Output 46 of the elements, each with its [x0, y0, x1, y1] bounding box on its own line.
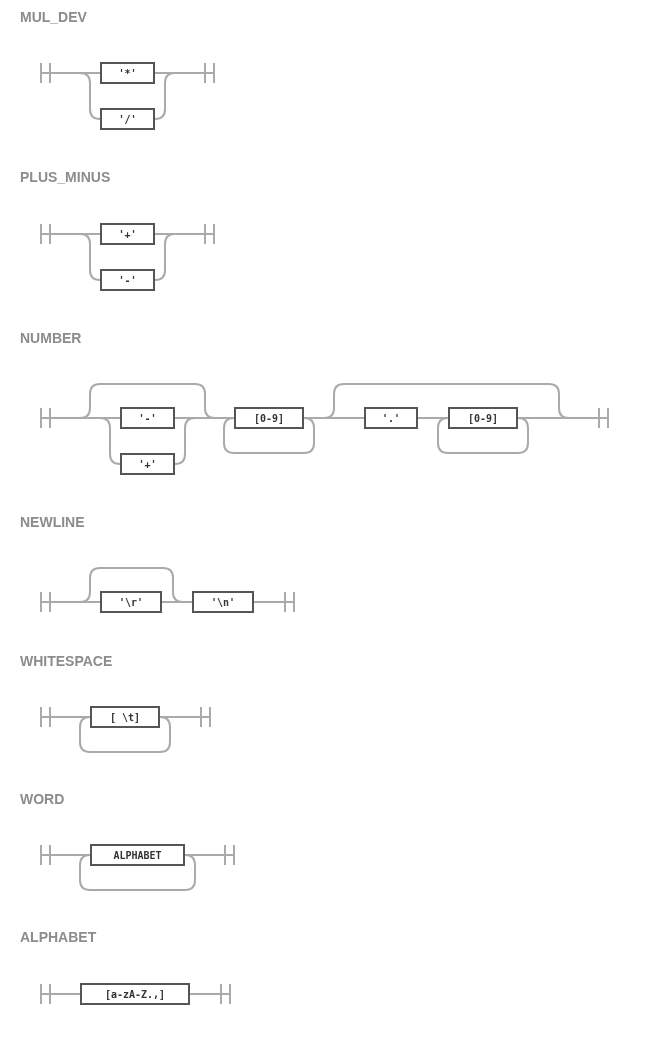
- railroad-track: [189, 993, 205, 995]
- railroad-track: [253, 601, 269, 603]
- terminal-box: '-': [120, 407, 175, 429]
- railroad-track: [79, 716, 171, 753]
- terminal-bar: [40, 408, 67, 428]
- terminal-bar: [268, 592, 295, 612]
- terminal-bar: [184, 707, 211, 727]
- terminal-bar: [40, 592, 67, 612]
- railroad-track: [159, 716, 185, 718]
- terminal-box: '-': [100, 269, 155, 291]
- terminal-bar: [40, 707, 67, 727]
- terminal-bar: [40, 845, 67, 865]
- railroad-track: [66, 993, 81, 995]
- section-title: NEWLINE: [20, 514, 85, 530]
- railroad-track: [79, 854, 196, 891]
- terminal-box: '+': [100, 223, 155, 245]
- section-title: PLUS_MINUS: [20, 169, 111, 185]
- terminal-box: [0-9]: [234, 407, 304, 429]
- terminal-bar: [582, 408, 609, 428]
- terminal-bar: [40, 63, 67, 83]
- terminal-box: [ \t]: [90, 706, 160, 728]
- railroad-track: [184, 854, 209, 856]
- terminal-bar: [40, 224, 67, 244]
- terminal-bar: [204, 984, 231, 1004]
- section-title: NUMBER: [20, 330, 82, 346]
- section-title: ALPHABET: [20, 929, 97, 945]
- terminal-bar: [40, 984, 67, 1004]
- railroad-track: [223, 417, 315, 454]
- terminal-bar: [188, 224, 215, 244]
- terminal-box: '\r': [100, 591, 162, 613]
- terminal-box: '*': [100, 62, 155, 84]
- terminal-box: '/': [100, 108, 155, 130]
- terminal-box: '\n': [192, 591, 254, 613]
- section-title: WHITESPACE: [20, 653, 113, 669]
- railroad-track: [437, 417, 529, 454]
- railroad-track: [161, 601, 193, 603]
- railroad-track: [303, 383, 583, 419]
- terminal-bar: [208, 845, 235, 865]
- terminal-box: [0-9]: [448, 407, 518, 429]
- terminal-bar: [188, 63, 215, 83]
- terminal-box: '.': [364, 407, 418, 429]
- section-title: WORD: [20, 791, 65, 807]
- terminal-box: [a-zA-Z.,]: [80, 983, 190, 1005]
- terminal-box: '+': [120, 453, 175, 475]
- terminal-box: ALPHABET: [90, 844, 185, 866]
- section-title: MUL_DEV: [20, 9, 87, 25]
